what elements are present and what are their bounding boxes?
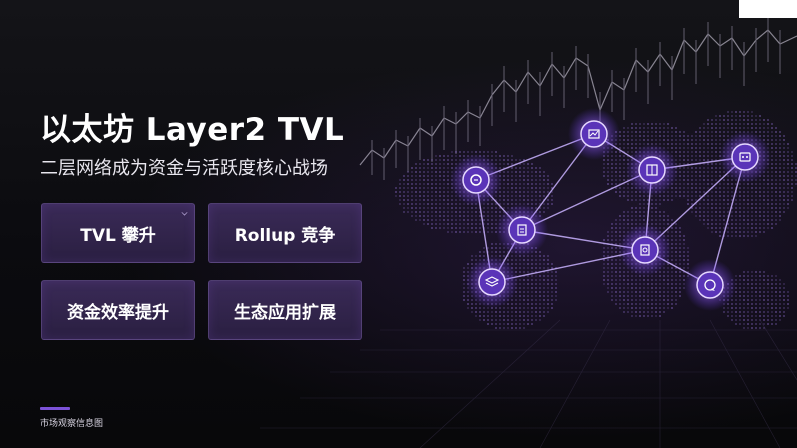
pie-chart-icon xyxy=(626,144,678,196)
document-icon xyxy=(496,204,548,256)
footer-caption: 市场观察信息图 xyxy=(40,419,104,429)
tile-rollup-competition[interactable]: Rollup 竞争 xyxy=(208,203,362,263)
token-icon xyxy=(619,224,671,276)
corner-mask xyxy=(739,0,797,18)
chat-icon xyxy=(684,259,736,311)
tile-capital-efficiency[interactable]: 资金效率提升 xyxy=(41,280,195,340)
tile-label: 生态应用扩展 xyxy=(234,302,336,323)
robot-icon xyxy=(719,131,771,183)
coin-icon xyxy=(450,154,502,206)
network-nodes xyxy=(450,108,771,311)
chart-icon xyxy=(568,108,620,160)
tile-label: TVL 攀升 xyxy=(80,225,156,246)
tile-ecosystem-expansion[interactable]: 生态应用扩展 xyxy=(208,280,362,340)
tile-label: Rollup 竞争 xyxy=(234,225,336,246)
candlestick-backdrop xyxy=(359,18,797,180)
page-subtitle: 二层网络成为资金与活跃度核心战场 xyxy=(40,158,328,179)
page-title: 以太坊 Layer2 TVL xyxy=(40,112,345,148)
tile-label: 资金效率提升 xyxy=(67,302,169,323)
floor-grid xyxy=(260,319,797,448)
tile-tvl-rise[interactable]: TVL 攀升 xyxy=(41,203,195,263)
footer-accent-bar xyxy=(40,407,70,410)
chevron-down-icon xyxy=(181,209,188,216)
layers-icon xyxy=(466,256,518,308)
